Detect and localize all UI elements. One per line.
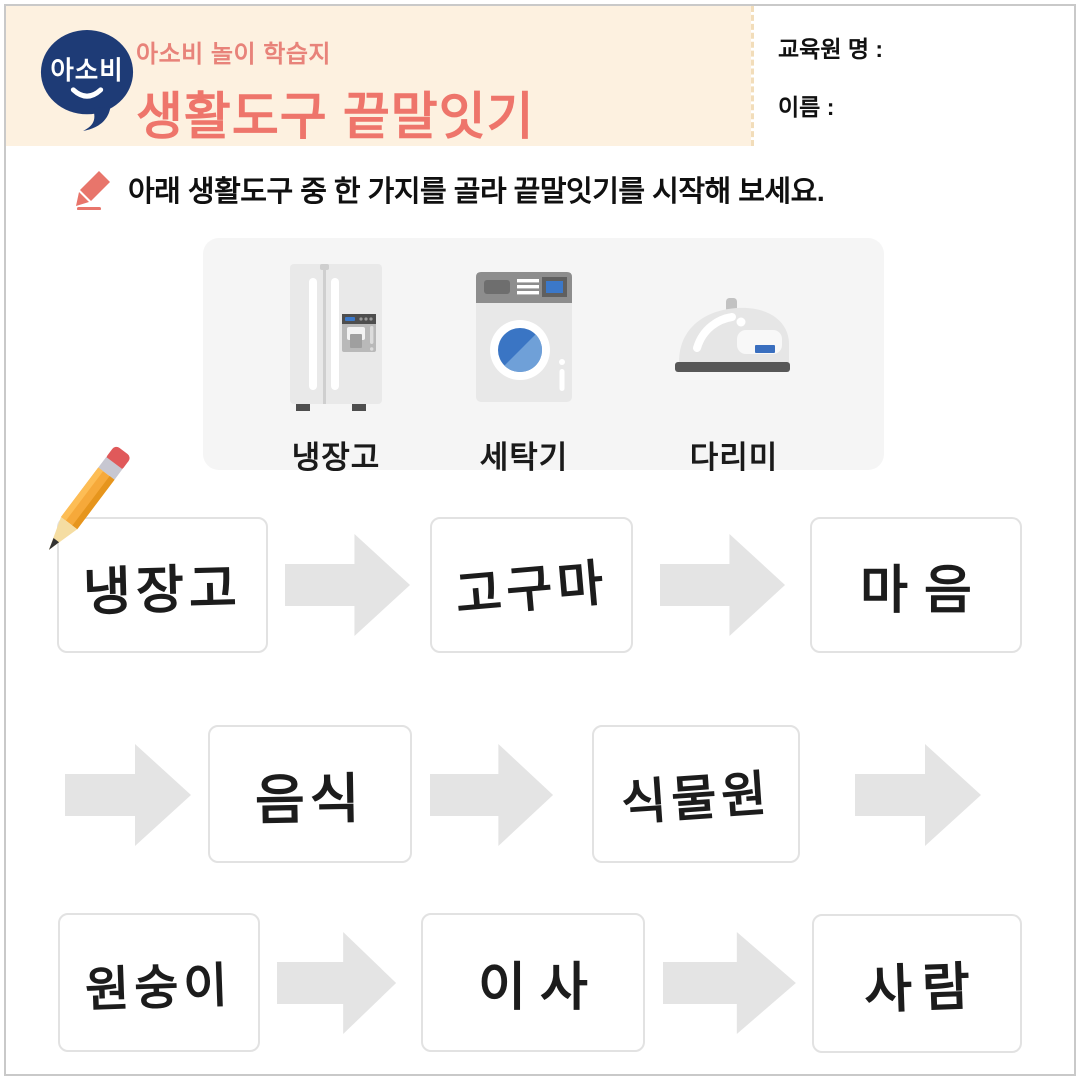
asobi-logo: 아소비 bbox=[40, 30, 134, 131]
instruction-row: 아래 생활도구 중 한 가지를 골라 끝말잇기를 시작해 보세요. bbox=[74, 168, 825, 210]
right-arrow-icon bbox=[277, 930, 398, 1036]
right-arrow-icon bbox=[430, 742, 555, 848]
pencil-illustration-icon bbox=[48, 446, 130, 550]
chain-box: 식물원 bbox=[592, 725, 800, 863]
chain-box: 사람 bbox=[812, 914, 1022, 1053]
student-name-field-label: 이름 : bbox=[778, 94, 835, 120]
handwritten-word: 식물원 bbox=[619, 766, 774, 831]
handwritten-word: 고구마 bbox=[453, 554, 611, 624]
tool-item-iron: 다리미 bbox=[649, 252, 819, 477]
right-arrow-icon bbox=[65, 742, 193, 848]
right-arrow-icon bbox=[663, 930, 798, 1036]
handwritten-word: 이사 bbox=[478, 959, 602, 1017]
household-tools-panel: 냉장고 세탁기 bbox=[203, 238, 884, 475]
right-arrow-icon bbox=[285, 532, 412, 638]
pencil-edit-icon bbox=[76, 171, 110, 210]
smile-icon bbox=[70, 87, 104, 99]
handwritten-word: 냉장고 bbox=[82, 559, 243, 622]
tool-label: 다리미 bbox=[689, 440, 779, 475]
name-fields-box: 교육원 명 : 이름 : bbox=[751, 6, 1074, 146]
tool-item-washing-machine: 세탁기 bbox=[439, 252, 609, 477]
speech-bubble-tail bbox=[83, 106, 111, 131]
washing-machine-icon bbox=[476, 272, 572, 402]
header-text: 아소비 놀이 학습지 생활도구 끝말잇기 bbox=[136, 34, 535, 149]
chain-box: 마음 bbox=[810, 517, 1022, 653]
iron-icon bbox=[675, 298, 790, 372]
chain-box: 냉장고 bbox=[57, 517, 268, 653]
chain-box: 원숭이 bbox=[58, 913, 260, 1052]
instruction-text: 아래 생활도구 중 한 가지를 골라 끝말잇기를 시작해 보세요. bbox=[128, 176, 825, 208]
page-title: 생활도구 끝말잇기 bbox=[136, 88, 535, 145]
tool-item-refrigerator: 냉장고 bbox=[251, 252, 421, 477]
logo-text: 아소비 bbox=[50, 57, 123, 85]
org-name-field-label: 교육원 명 : bbox=[778, 36, 884, 62]
handwritten-word: 원숭이 bbox=[84, 958, 234, 1018]
handwritten-word: 음식 bbox=[254, 768, 366, 831]
handwritten-word: 사람 bbox=[863, 957, 982, 1020]
handwritten-word: 마음 bbox=[860, 561, 988, 620]
chain-box: 고구마 bbox=[430, 517, 633, 653]
right-arrow-icon bbox=[660, 532, 787, 638]
refrigerator-icon bbox=[290, 264, 382, 411]
right-arrow-icon bbox=[855, 742, 983, 848]
tool-label: 세탁기 bbox=[479, 440, 569, 475]
chain-box: 음식 bbox=[208, 725, 412, 863]
header: 아소비 아소비 놀이 학습지 생활도구 끝말잇기 교육원 명 : 이름 : bbox=[6, 6, 1074, 146]
chain-box: 이사 bbox=[421, 913, 645, 1052]
tool-label: 냉장고 bbox=[291, 440, 381, 475]
worksheet-series-subtitle: 아소비 놀이 학습지 bbox=[136, 41, 331, 68]
